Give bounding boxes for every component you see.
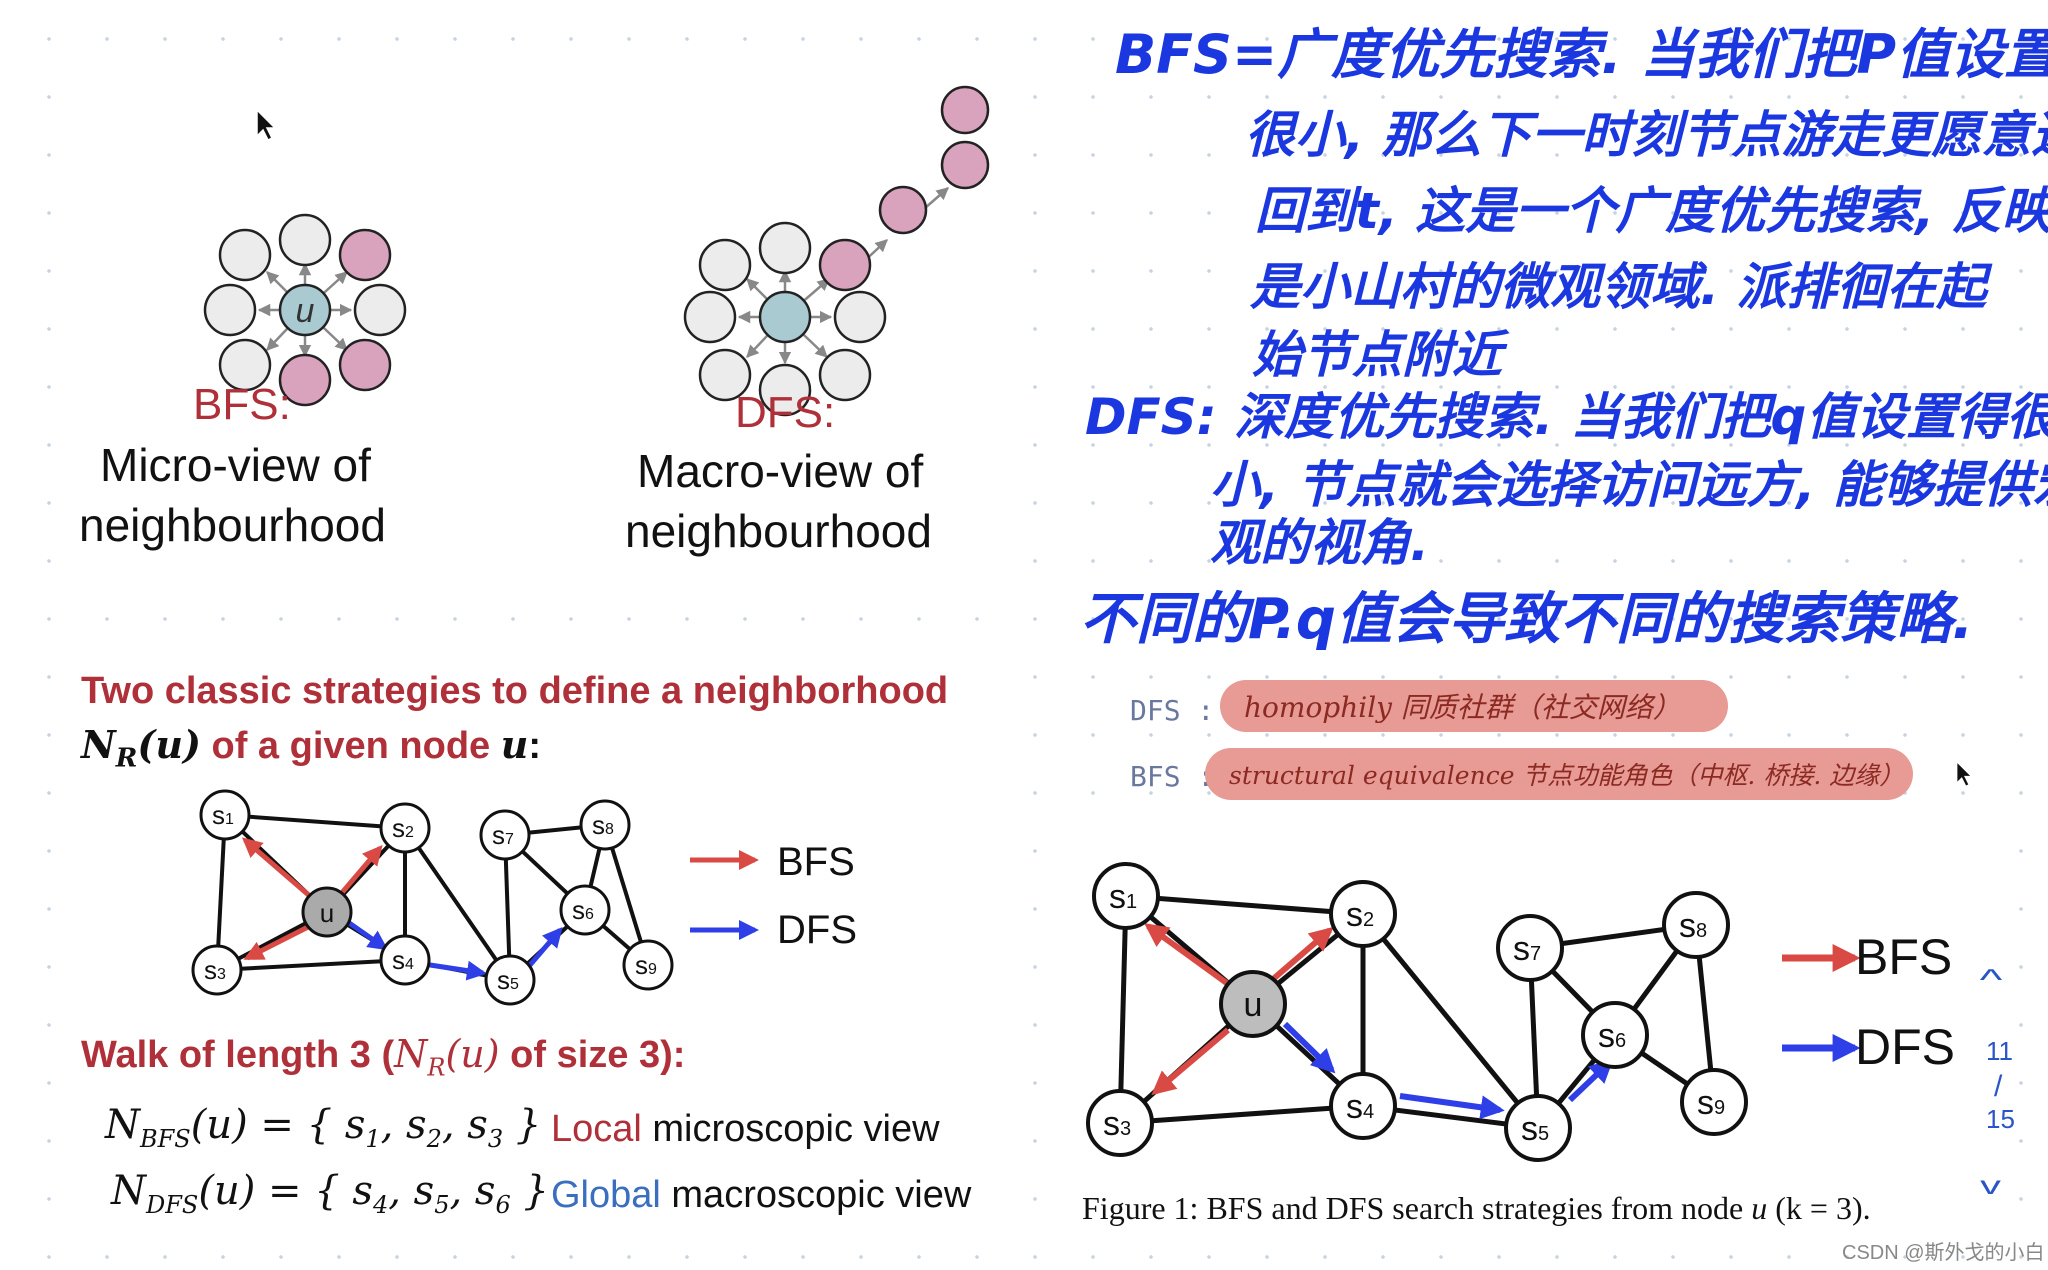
dfs-node	[818, 238, 872, 292]
fig-node-s5	[1504, 1094, 1572, 1162]
note-line-5: 始节点附近	[1252, 326, 1502, 384]
dfs-neighborhood-diagram	[683, 140, 990, 417]
bfs-node	[203, 283, 257, 337]
node-s4	[379, 934, 431, 986]
mouse-cursor-icon	[1956, 760, 1974, 788]
n-dfs-formula: NDFS(u) = { s4, s5, s6 }	[111, 1168, 549, 1219]
bfs-title: BFS:	[193, 380, 291, 429]
page-up-icon[interactable]: ^	[1979, 964, 2003, 997]
dfs-desc-line2: neighbourhood	[625, 505, 932, 557]
tag-dfs: DFS :	[1130, 694, 1215, 727]
local-view-label: Local microscopic view	[551, 1108, 940, 1150]
figure-legend-bfs: BFS	[1855, 929, 1953, 985]
figure-caption: Figure 1: BFS and DFS search strategies …	[1082, 1190, 1871, 1226]
note-line-3: 回到t, 这是一个广度优先搜索, 反映的	[1255, 182, 2048, 240]
left-graph-diagram: s1 s2 s3 u s4 s5 s6 s7 s8 s9	[191, 789, 759, 1006]
dfs-node	[818, 348, 872, 402]
bfs-neighborhood-diagram: u	[203, 213, 407, 407]
dfs-node	[698, 348, 752, 402]
legend-dfs-label: DFS	[777, 908, 857, 952]
fig-node-s1	[1092, 862, 1160, 930]
dfs-node	[683, 290, 737, 344]
bfs-node	[338, 228, 392, 282]
top-left-panel: u BFS: Micro-view of neighbourhood	[55, 60, 1015, 590]
note-line-6: DFS: 深度优先搜索. 当我们把q值设置得很	[1085, 388, 2048, 446]
dfs-title: DFS:	[735, 388, 836, 437]
dfs-node	[833, 290, 887, 344]
fig-node-u	[1219, 970, 1287, 1038]
bfs-center-node	[278, 283, 332, 337]
pill-structural-equivalence: structural equivalence 节点功能角色（中枢. 桥接. 边缘…	[1205, 748, 1913, 800]
note-line-2: 很小, 那么下一时刻节点游走更愿意返	[1245, 106, 2048, 164]
note-line-9: 不同的P.q值会导致不同的搜索策略.	[1080, 587, 1974, 652]
fig-node-label: u	[1244, 986, 1263, 1024]
fig-node-s8	[1662, 891, 1730, 959]
node-u	[301, 886, 353, 938]
node-s7	[479, 809, 531, 861]
dfs-node	[878, 185, 928, 235]
dfs-node	[940, 140, 990, 190]
node-s8	[579, 799, 631, 851]
node-s6	[559, 884, 611, 936]
note-line-4: 是小山村的微观领域. 派排徊在起	[1250, 258, 1987, 316]
n-bfs-formula: NBFS(u) = { s1, s2, s3 }	[105, 1102, 542, 1153]
csdn-watermark: CSDN @斯外戈的小白	[1842, 1242, 2045, 1264]
neighborhood-heading-line1: Two classic strategies to define a neigh…	[81, 670, 949, 712]
mouse-cursor-icon	[256, 108, 277, 142]
node-s9	[622, 939, 674, 991]
note-line-8: 观的视角.	[1210, 514, 1429, 572]
tag-bfs: BFS :	[1130, 760, 1215, 793]
neighborhood-heading-line2: NR(u) of a given node u:	[81, 722, 542, 774]
note-line-1: BFS=广度优先搜索. 当我们把P值设置得	[1115, 23, 2048, 86]
figure-graph-diagram: s1 s2 s3 u s4 s5 s6 s7 s8 s9	[1086, 862, 1861, 1162]
page-down-icon[interactable]: v	[1980, 1170, 2001, 1200]
figure-legend-dfs: DFS	[1855, 1019, 1955, 1075]
page-current: 11	[1986, 1036, 2013, 1066]
fig-node-label: s9	[1697, 1084, 1725, 1122]
fig-node-s7	[1496, 914, 1564, 982]
node-s1	[199, 789, 251, 841]
bfs-node	[278, 213, 332, 267]
figure-1-panel: s1 s2 s3 u s4 s5 s6 s7 s8 s9 BFS DFS Fig…	[1060, 820, 2000, 1250]
fig-node-s3	[1086, 1089, 1154, 1157]
bfs-node	[353, 283, 407, 337]
dfs-far-node	[940, 85, 990, 135]
bottom-left-panel: Two classic strategies to define a neigh…	[55, 650, 1015, 1250]
dfs-node	[698, 238, 752, 292]
fig-node-s6	[1581, 1001, 1649, 1069]
global-view-label: Global macroscopic view	[551, 1174, 972, 1216]
dfs-node	[758, 363, 812, 417]
legend-bfs-label: BFS	[777, 840, 855, 884]
dfs-node	[758, 221, 812, 275]
node-label: u	[320, 898, 334, 928]
center-node-label: u	[296, 292, 315, 330]
bfs-node	[338, 338, 392, 392]
dfs-center-node	[758, 290, 812, 344]
bfs-node	[218, 338, 272, 392]
note-line-7: 小, 节点就会选择访问远方, 能够提供宏	[1210, 456, 2048, 514]
node-s2	[379, 802, 431, 854]
node-s5	[484, 954, 536, 1006]
bfs-node	[278, 353, 332, 407]
fig-node-s9	[1680, 1068, 1748, 1136]
fig-node-s4	[1329, 1072, 1397, 1140]
pill-homophily: homophily 同质社群（社交网络）	[1220, 680, 1728, 732]
dfs-desc-line1: Macro-view of	[637, 445, 924, 497]
fig-node-s2	[1329, 880, 1397, 948]
walk-length-heading: Walk of length 3 (NR(u) of size 3):	[81, 1032, 686, 1082]
bfs-desc-line1: Micro-view of	[100, 439, 371, 491]
page-total: 15	[1986, 1104, 2015, 1134]
node-s3	[191, 944, 243, 996]
bfs-node	[218, 228, 272, 282]
bfs-desc-line2: neighbourhood	[79, 499, 386, 551]
page-separator: /	[1994, 1070, 2003, 1103]
